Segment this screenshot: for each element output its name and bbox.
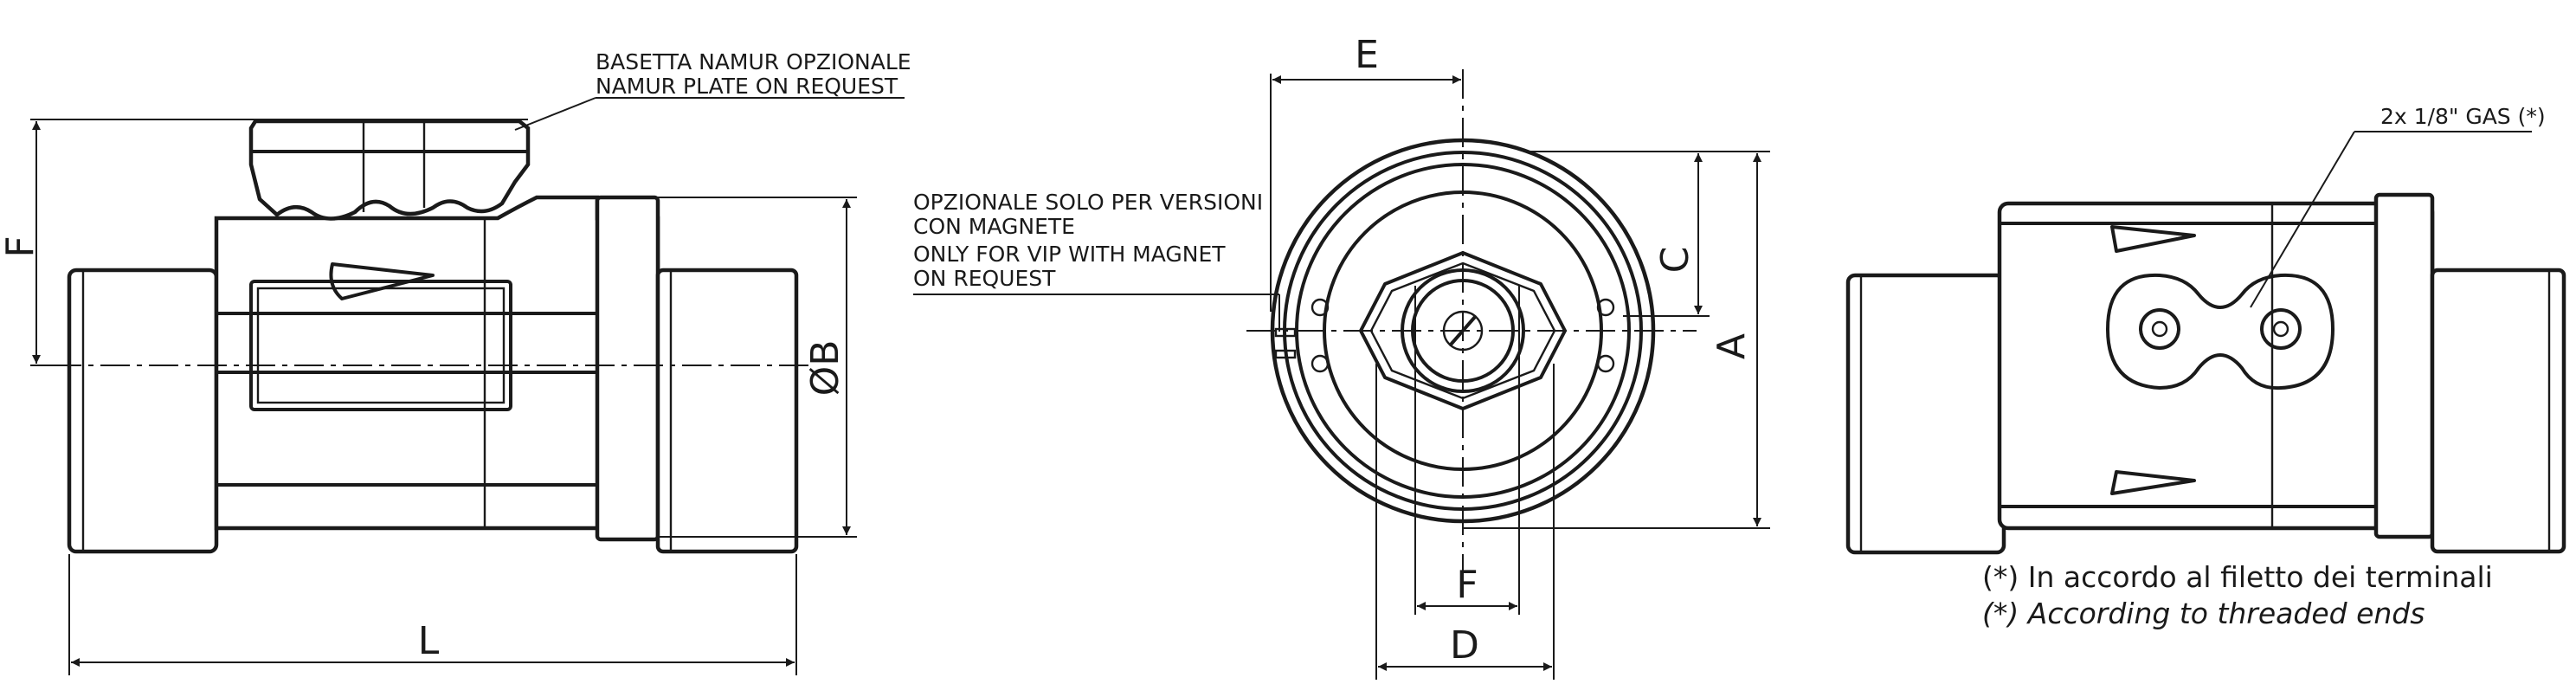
namur-note-it: BASETTA NAMUR OPZIONALE [596,49,911,74]
magnet-note-it-1: OPZIONALE SOLO PER VERSIONI [913,190,1263,215]
bolt [1596,298,1615,317]
namur-note-en: NAMUR PLATE ON REQUEST [596,74,898,99]
dim-label-c: C [1653,247,1697,274]
dim-label-f-front: F [1456,563,1478,607]
gas-port-right [2260,308,2302,350]
right-threaded-end [655,268,799,554]
magnet-pin [1274,327,1297,338]
flow-arrow-bottom [2110,470,2196,495]
top-left-threaded-end [1845,273,2006,555]
footnote-english: (*) According to threaded ends [1982,597,2425,630]
dim-label-d: D [1450,623,1479,668]
bolt [1596,354,1615,373]
front-view: E C A F D OPZIONALE SOLO PER VERSIONI CO… [913,33,1770,680]
top-body [1997,201,2435,531]
dim-label-f-side: F [0,236,42,257]
top-view: 2x 1/8" GAS (*) [1845,104,2566,555]
left-threaded-end [67,268,219,554]
gas-ports-outline [2106,273,2334,390]
magnet-note-it-2: CON MAGNETE [913,214,1075,239]
flow-arrow-top [2110,225,2196,253]
dim-label-a: A [1710,333,1754,359]
indicator-window [249,280,512,411]
gas-ports-note: 2x 1/8" GAS (*) [2380,104,2546,129]
top-collar [2373,192,2435,539]
magnet-pin [1274,349,1297,359]
namur-plate [248,119,531,221]
bolt [1311,298,1330,317]
flow-direction-arrow [329,262,435,300]
valve-body [214,195,660,531]
top-right-threaded-end [2430,268,2566,554]
dim-label-diameter-b: ØB [803,340,847,397]
dim-label-e: E [1355,33,1379,77]
magnet-note-en-2: ON REQUEST [913,266,1056,291]
bolt [1311,354,1330,373]
gas-port-left [2139,308,2180,350]
side-view: L F ØB BASETTA NAMUR OPZIONALE NAMUR PLA… [0,49,911,675]
footnote-italian: (*) In accordo al filetto dei terminali [1982,560,2493,594]
dim-label-l: L [418,619,440,663]
magnet-note-en-1: ONLY FOR VIP WITH MAGNET [913,242,1226,267]
right-collar [595,195,660,542]
